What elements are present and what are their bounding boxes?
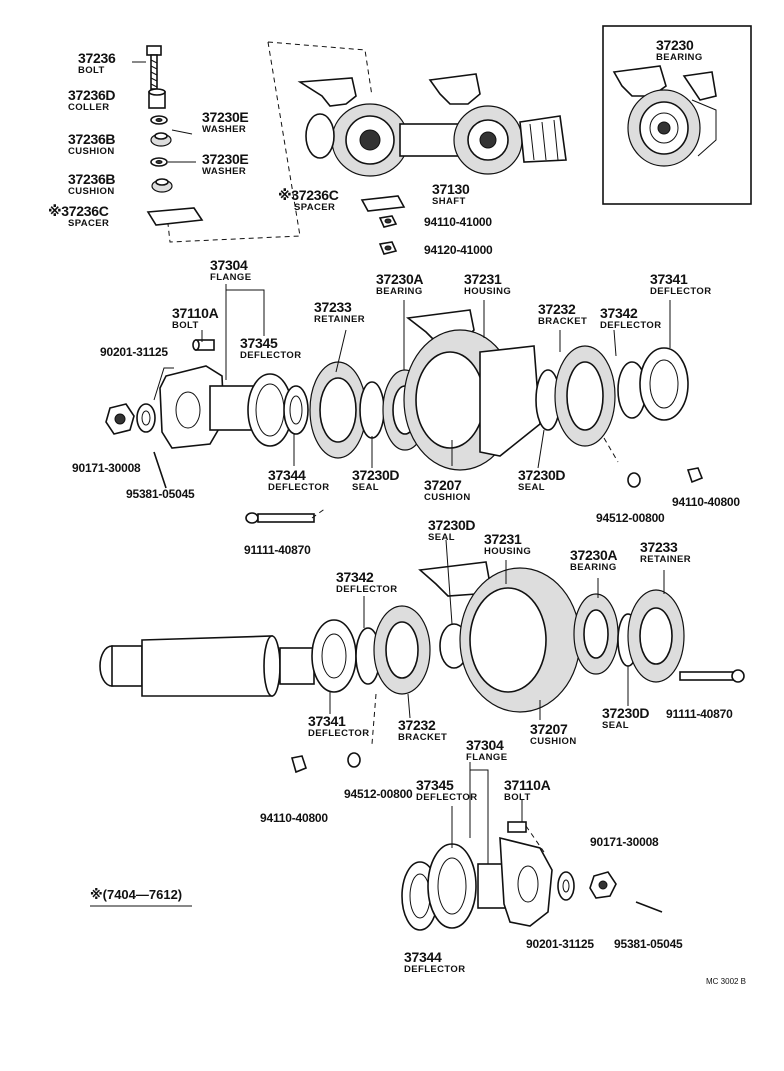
pin-95381-bot: [635, 901, 663, 913]
label-37236B-cushion-2: 37236B CUSHION: [68, 171, 116, 197]
leader-lines: [90, 61, 671, 907]
label-37304-flange-bot: 37304 FLANGE: [466, 737, 508, 763]
label-37342-deflector-mid: 37342 DEFLECTOR: [600, 305, 662, 331]
propeller-shaft-lower: [99, 635, 315, 697]
label-90171-30008-mid: 90171-30008: [72, 461, 141, 475]
bolt-37236-drawing: [146, 45, 162, 90]
label-37236-bolt: 37236 BOLT: [78, 50, 116, 76]
label-37207-cushion-mid: 37207 CUSHION: [424, 477, 471, 503]
label-94120-41000: 94120-41000: [424, 243, 493, 257]
spacer-37236C-mid: [360, 195, 406, 212]
cushion-37236B-2: [151, 178, 173, 193]
label-37344-deflector-mid: 37344 DEFLECTOR: [268, 467, 330, 493]
label-95381-05045-mid: 95381-05045: [126, 487, 195, 501]
label-37110A-bolt-mid: 37110A BOLT: [172, 305, 219, 331]
nut-94110-40800-low: [290, 755, 307, 774]
bearing-37230-drawing: [612, 65, 717, 167]
label-37230A-bearing-mid: 37230A BEARING: [376, 271, 424, 297]
label-37207-cushion-low: 37207 CUSHION: [530, 721, 577, 747]
footnote-date-range: ※(7404—7612): [90, 887, 183, 902]
label-94512-00800-low: 94512-00800: [344, 787, 413, 801]
label-37110A-bolt-bot: 37110A BOLT: [504, 777, 551, 803]
nut-94512-mid: [627, 472, 641, 488]
bolt-37110A-mid: [192, 339, 215, 351]
seal-37230D-mid-left: [359, 381, 385, 439]
label-37230D-seal-low-right: 37230D SEAL: [602, 705, 650, 731]
label-37236C-spacer-mid: ※37236C SPACER: [278, 187, 339, 213]
label-37345-deflector-bot: 37345 DEFLECTOR: [416, 777, 478, 803]
bolt-91111-mid: [245, 512, 315, 524]
washer-90201-drawing-mid: [136, 403, 156, 433]
label-37230D-seal-mid-right: 37230D SEAL: [518, 467, 566, 493]
washer-90201-bot: [557, 871, 575, 901]
deflector-37344-mid: [283, 385, 309, 435]
retainer-37233-low: [627, 589, 685, 683]
label-37230D-seal-mid-left: 37230D SEAL: [352, 467, 400, 493]
flange-37304-mid: [159, 365, 255, 449]
pin-95381-mid: [153, 451, 167, 489]
housing-cushion-low: [418, 561, 581, 713]
label-37230A-bearing-low: 37230A BEARING: [570, 547, 618, 573]
nut-94110-41000-drawing: [378, 215, 398, 228]
spacer-37236C-left: [146, 207, 204, 226]
label-37230D-seal-low: 37230D SEAL: [428, 517, 476, 543]
collar-37236D-drawing: [148, 88, 166, 109]
nut-94120-41000-drawing: [378, 241, 398, 255]
cushion-37236B-1: [150, 132, 172, 147]
bolt-37110A-bot: [507, 821, 527, 833]
label-91111-40870-low: 91111-40870: [666, 707, 733, 721]
nut-90171-bot: [589, 871, 617, 899]
label-37233-retainer-low: 37233 RETAINER: [640, 539, 692, 565]
label-37232-bracket-mid: 37232 BRACKET: [538, 301, 588, 327]
label-37230E-washer-2: 37230E WASHER: [202, 151, 249, 177]
label-37341-deflector-mid: 37341 DEFLECTOR: [650, 271, 712, 297]
bracket-37232-mid: [554, 345, 616, 447]
label-90171-30008-bot: 90171-30008: [590, 835, 659, 849]
label-94110-40800-mid: 94110-40800: [672, 495, 740, 509]
label-94512-00800-mid: 94512-00800: [596, 511, 665, 525]
label-37236D-collar: 37236D COLLER: [68, 87, 116, 113]
nut-94512-low: [347, 752, 361, 768]
deflector-37341-low: [311, 619, 357, 693]
label-37236C-spacer-left: ※37236C SPACER: [48, 203, 110, 229]
deflector-37345-bot: [427, 843, 477, 929]
flange-37304-bot: [477, 836, 553, 927]
label-37232-bracket-low: 37232 BRACKET: [398, 717, 448, 743]
label-91111-40870-mid: 91111-40870: [244, 543, 311, 557]
label-94110-40800-low: 94110-40800: [260, 811, 328, 825]
label-37342-deflector-low: 37342 DEFLECTOR: [336, 569, 398, 595]
label-37231-housing-mid: 37231 HOUSING: [464, 271, 512, 297]
nut-90171-drawing-mid: [105, 403, 135, 435]
bearing-inset-box: [602, 25, 752, 205]
deflector-37341-mid: [639, 347, 689, 421]
group-outline: [167, 41, 373, 243]
label-37345-deflector-mid: 37345 DEFLECTOR: [240, 335, 302, 361]
label-37233-retainer-mid: 37233 RETAINER: [314, 299, 366, 325]
label-37130-shaft: 37130 SHAFT: [432, 181, 470, 207]
figure-code: MC 3002 B: [706, 977, 747, 986]
label-37236B-cushion-1: 37236B CUSHION: [68, 131, 116, 157]
label-37304-flange-mid: 37304 FLANGE: [210, 257, 252, 283]
shaft-assembly-top: [297, 73, 567, 177]
label-90201-31125-mid: 90201-31125: [100, 345, 168, 359]
housing-cushion-mid: [403, 309, 541, 471]
label-94110-41000: 94110-41000: [424, 215, 492, 229]
label-37230E-washer-1: 37230E WASHER: [202, 109, 249, 135]
retainer-37233-mid: [309, 361, 367, 459]
label-37344-deflector-bot: 37344 DEFLECTOR: [404, 949, 466, 975]
nut-94110-40800-mid: [686, 467, 704, 484]
bracket-37232-low: [373, 605, 431, 695]
label-37230-bearing: 37230 BEARING: [656, 37, 703, 63]
label-37341-deflector-low: 37341 DEFLECTOR: [308, 713, 370, 739]
bolt-91111-low: [679, 669, 745, 683]
label-37231-housing-low: 37231 HOUSING: [484, 531, 532, 557]
label-90201-31125-bot: 90201-31125: [526, 937, 594, 951]
label-95381-05045-bot: 95381-05045: [614, 937, 683, 951]
